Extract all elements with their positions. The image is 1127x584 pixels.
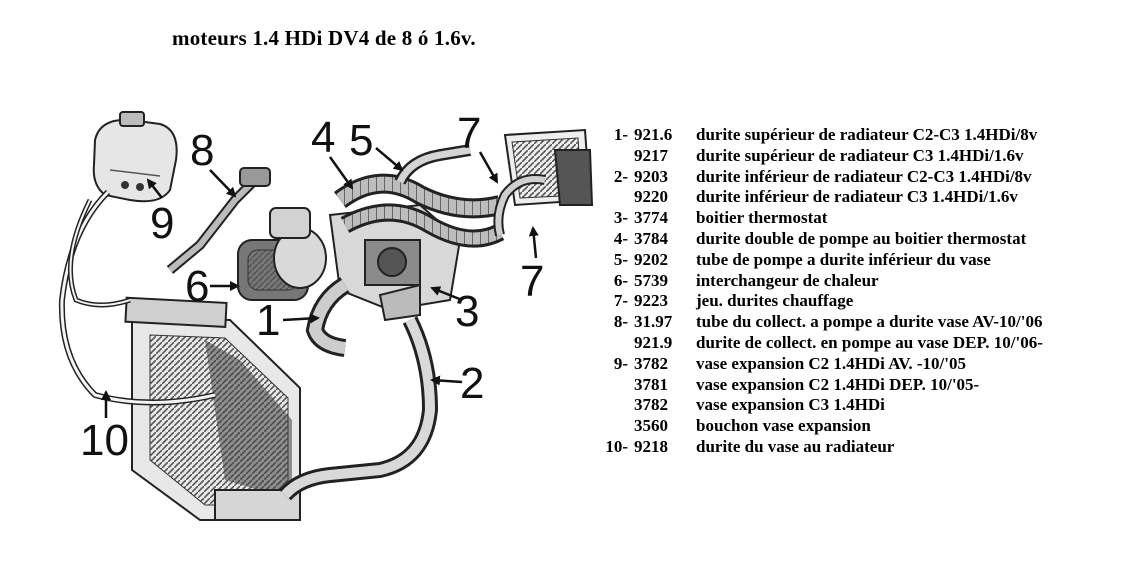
legend-code: 3781	[634, 374, 668, 394]
legend-number	[598, 395, 634, 416]
legend-code: 3560	[634, 416, 668, 436]
legend-code: 921.9	[634, 332, 673, 352]
legend-description: durite du vase au radiateur	[696, 436, 895, 456]
callout-7-top: 7	[457, 109, 481, 158]
legend-code: 5739	[634, 270, 668, 290]
legend-row: 5- 9202 tube de pompe a durite inférieur d…	[598, 250, 1043, 271]
legend-row: 3560 bouchon vase expansion	[598, 416, 1043, 437]
parts-legend: 1- 921.6 durite supérieur de radiateur C2-…	[598, 125, 1043, 458]
legend-row: 9- 3782 vase expansion C2 1.4HDi AV. -10/'…	[598, 354, 1043, 375]
legend-code: 31.97	[634, 312, 673, 332]
callout-3: 3	[455, 287, 479, 336]
legend-number	[598, 416, 634, 437]
legend-code: 9220	[634, 187, 668, 207]
callout-7-bottom: 7	[520, 257, 544, 306]
heater-core	[503, 128, 594, 207]
legend-number: 7-	[613, 291, 628, 311]
legend-number	[598, 333, 634, 354]
legend-row: 921.9 durite de collect. en pompe au vase…	[598, 333, 1043, 354]
legend-number: 10-	[605, 436, 628, 456]
legend-row: 9220 durite inférieur de radiateur C3 1.4…	[598, 187, 1043, 208]
expansion-tank	[92, 111, 178, 203]
callout-8: 8	[190, 126, 214, 175]
page-title: moteurs 1.4 HDi DV4 de 8 ó 1.6v.	[172, 26, 476, 50]
legend-number: 2-	[613, 166, 628, 186]
legend-code: 9217	[634, 145, 668, 165]
legend-number: 1-	[613, 125, 628, 144]
legend-number	[598, 146, 634, 167]
callout-2: 2	[460, 359, 484, 408]
legend-code: 9202	[634, 249, 668, 269]
legend-code: 9218	[634, 436, 668, 456]
callout-1: 1	[256, 296, 280, 345]
heat-exchanger	[237, 207, 327, 301]
legend-number: 5-	[613, 249, 628, 269]
legend-number: 4-	[613, 228, 628, 248]
legend-code: 3784	[634, 228, 668, 248]
legend-row: 4- 3784 durite double de pompe au boitier …	[598, 229, 1043, 250]
legend-description: durite de collect. en pompe au vase DEP.…	[696, 332, 1043, 352]
callout-5: 5	[349, 116, 373, 165]
legend-code: 921.6	[634, 125, 673, 144]
legend-description: boitier thermostat	[696, 208, 828, 228]
callout-10: 10	[80, 416, 129, 465]
callout-4: 4	[311, 113, 335, 162]
legend-number: 8-	[613, 312, 628, 332]
legend-row: 2- 9203 durite inférieur de radiateur C2-C…	[598, 167, 1043, 188]
legend-description: durite inférieur de radiateur C2-C3 1.4H…	[696, 166, 1032, 186]
legend-code: 9223	[634, 291, 668, 311]
legend-number: 9-	[613, 353, 628, 373]
legend-row: 3782 vase expansion C3 1.4HDi	[598, 395, 1043, 416]
legend-description: vase expansion C2 1.4HDi DEP. 10/'05-	[696, 374, 980, 394]
legend-code: 9203	[634, 166, 668, 186]
legend-row: 7- 9223 jeu. durites chauffage	[598, 291, 1043, 312]
legend-description: durite supérieur de radiateur C2-C3 1.4H…	[696, 125, 1038, 144]
legend-description: interchangeur de chaleur	[696, 270, 879, 290]
callout-6: 6	[185, 262, 209, 311]
legend-description: tube du collect. a pompe a durite vase A…	[696, 312, 1043, 332]
legend-description: durite supérieur de radiateur C3 1.4HDi/…	[696, 145, 1024, 165]
legend-description: jeu. durites chauffage	[696, 291, 854, 311]
legend-row: 1- 921.6 durite supérieur de radiateur C2-…	[598, 125, 1043, 146]
legend-row: 8- 31.97 tube du collect. a pompe a durite…	[598, 312, 1043, 333]
legend-description: durite inférieur de radiateur C3 1.4HDi/…	[696, 187, 1018, 207]
legend-description: vase expansion C3 1.4HDi	[696, 395, 885, 415]
legend-description: bouchon vase expansion	[696, 416, 871, 436]
cooling-system-diagram: 1 2 3 4 5 6 7 7 8 9 10	[58, 109, 594, 521]
legend-row: 3- 3774 boitier thermostat	[598, 208, 1043, 229]
radiator	[124, 296, 301, 521]
legend-row: 10- 9218 durite du vase au radiateur	[598, 437, 1043, 458]
legend-description: durite double de pompe au boitier thermo…	[696, 228, 1027, 248]
legend-row: 9217 durite supérieur de radiateur C3 1.4…	[598, 146, 1043, 167]
legend-code: 3774	[634, 208, 668, 228]
legend-code: 3782	[634, 353, 668, 373]
legend-description: vase expansion C2 1.4HDi AV. -10/'05	[696, 353, 966, 373]
legend-number	[598, 375, 634, 396]
legend-description: tube de pompe a durite inférieur du vase	[696, 249, 991, 269]
legend-row: 3781 vase expansion C2 1.4HDi DEP. 10/'05…	[598, 375, 1043, 396]
legend-code: 3782	[634, 395, 668, 415]
legend-row: 6- 5739 interchangeur de chaleur	[598, 271, 1043, 292]
callout-9: 9	[150, 199, 174, 248]
legend-number	[598, 187, 634, 208]
legend-number: 3-	[613, 208, 628, 228]
legend-number: 6-	[613, 270, 628, 290]
